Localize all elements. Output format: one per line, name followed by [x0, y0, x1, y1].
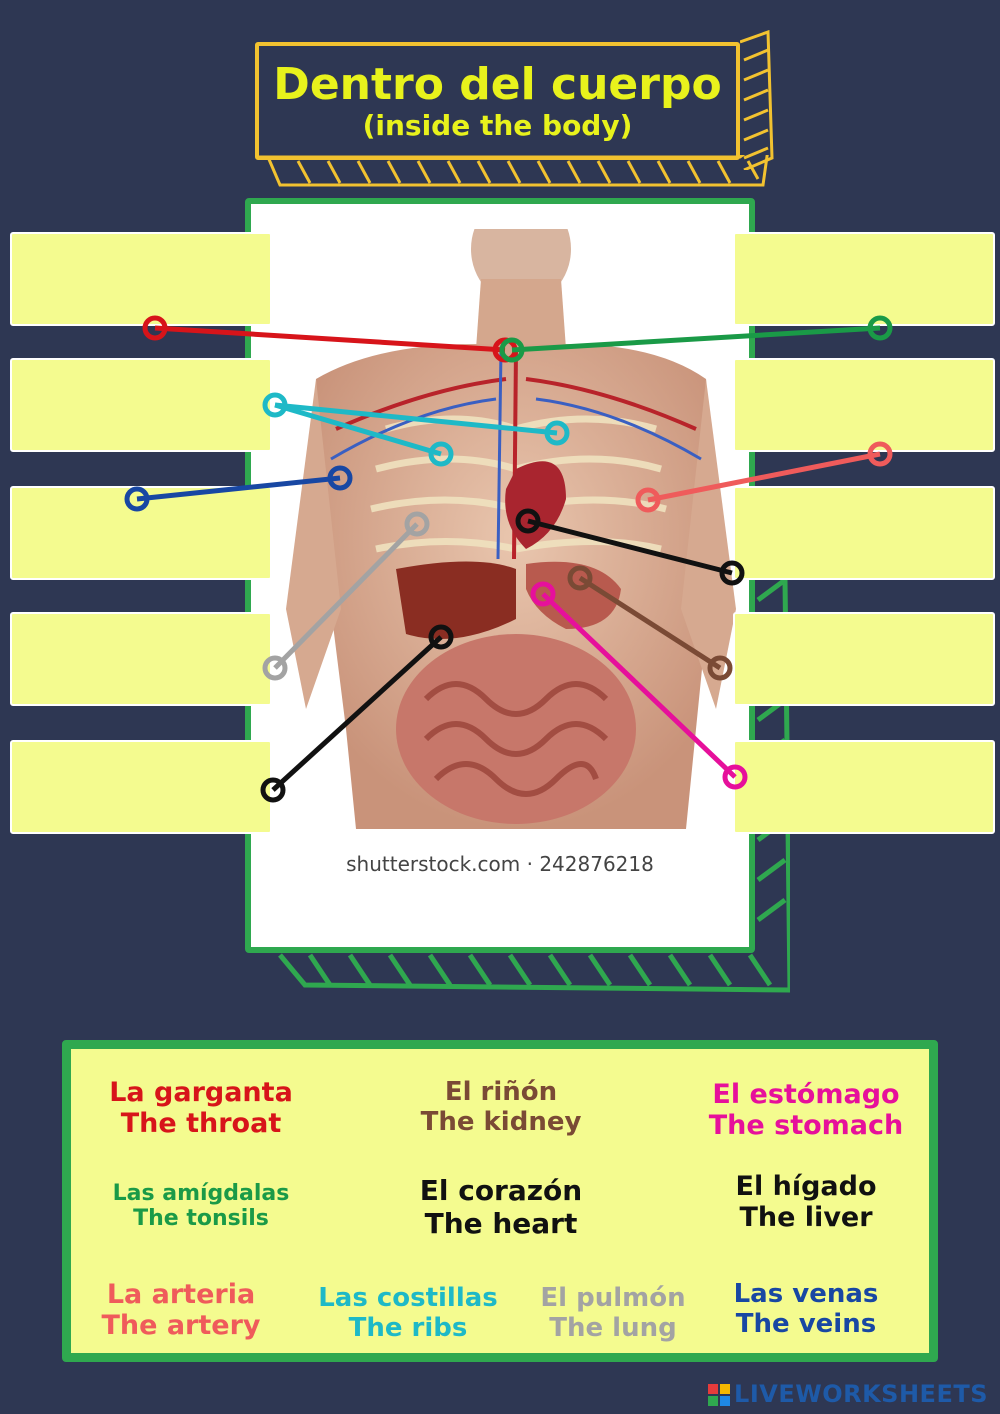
- connector-endpoint[interactable]: [262, 392, 288, 418]
- vocab-es: Las amígdalas: [112, 1181, 290, 1206]
- connector-line: [527, 518, 733, 576]
- answer-box-right-3[interactable]: [733, 486, 995, 580]
- vocab-en: The tonsils: [133, 1206, 269, 1231]
- vocab-en: The heart: [424, 1207, 578, 1240]
- answer-box-left-2[interactable]: [10, 358, 272, 452]
- connector-endpoint[interactable]: [544, 420, 570, 446]
- connector-line: [136, 475, 341, 502]
- answer-box-right-1[interactable]: [733, 232, 995, 326]
- connector-endpoint[interactable]: [867, 441, 893, 467]
- connector-endpoint[interactable]: [327, 465, 353, 491]
- answer-box-left-4[interactable]: [10, 612, 272, 706]
- connector-endpoint[interactable]: [635, 487, 661, 513]
- brand-text: LIVEWORKSHEETS: [734, 1380, 988, 1408]
- anatomy-image-frame: shutterstock.com · 242876218: [245, 198, 755, 953]
- connector-line: [578, 575, 722, 671]
- connector-endpoint[interactable]: [515, 508, 541, 534]
- image-watermark: shutterstock.com · 242876218: [346, 852, 654, 876]
- title-box-3d-side: [740, 30, 774, 170]
- connector-endpoint[interactable]: [567, 565, 593, 591]
- liveworksheets-logo-icon: [708, 1384, 731, 1406]
- connector-endpoint[interactable]: [719, 560, 745, 586]
- answer-box-right-2[interactable]: [733, 358, 995, 452]
- connector-line: [271, 635, 443, 792]
- connector-endpoint[interactable]: [867, 315, 893, 341]
- connector-lines: [124, 315, 893, 803]
- vocab-es: El pulmón: [540, 1283, 686, 1313]
- connector-endpoint[interactable]: [142, 315, 168, 341]
- page-subtitle: (inside the body): [362, 109, 633, 142]
- vocab-es: Las costillas: [318, 1283, 498, 1313]
- connector-endpoint[interactable]: [530, 581, 556, 607]
- page-title: Dentro del cuerpo: [273, 59, 722, 110]
- brand-footer: LIVEWORKSHEETS: [708, 1380, 988, 1408]
- answer-box-left-3[interactable]: [10, 486, 272, 580]
- connector-endpoint[interactable]: [428, 441, 454, 467]
- vocab-en: The veins: [735, 1309, 877, 1339]
- vocab-en: The stomach: [708, 1110, 904, 1141]
- vocab-en: The kidney: [420, 1107, 582, 1137]
- connector-endpoint[interactable]: [707, 655, 733, 681]
- connector-endpoint[interactable]: [260, 777, 286, 803]
- vocab-en: The artery: [101, 1310, 261, 1341]
- connector-endpoint[interactable]: [722, 764, 748, 790]
- connector-endpoint[interactable]: [428, 624, 454, 650]
- connector-line: [154, 325, 506, 353]
- vocab-es: El hígado: [735, 1171, 877, 1202]
- answer-box-right-5[interactable]: [733, 740, 995, 834]
- connector-line: [274, 402, 558, 436]
- connector-endpoint[interactable]: [124, 486, 150, 512]
- vocab-es: Las venas: [733, 1279, 879, 1309]
- connector-endpoint[interactable]: [499, 337, 525, 363]
- vocab-en: The liver: [739, 1202, 873, 1233]
- answer-box-left-5[interactable]: [10, 740, 272, 834]
- vocab-es: El estómago: [712, 1079, 900, 1110]
- title-box: Dentro del cuerpo (inside the body): [255, 42, 740, 160]
- vocab-es: El riñón: [444, 1077, 558, 1107]
- connector-line: [274, 402, 442, 457]
- answer-box-right-4[interactable]: [733, 612, 995, 706]
- connector-endpoint[interactable]: [262, 655, 288, 681]
- answer-box-left-1[interactable]: [10, 232, 272, 326]
- vocab-en: The lung: [549, 1313, 677, 1343]
- vocab-es: El corazón: [419, 1174, 583, 1207]
- vocab-en: The ribs: [348, 1313, 468, 1343]
- connector-endpoint[interactable]: [404, 511, 430, 537]
- connector-line: [541, 592, 737, 779]
- connector-line: [647, 451, 881, 503]
- connector-line: [511, 325, 881, 353]
- vocab-en: The throat: [120, 1108, 282, 1139]
- vocab-es: La arteria: [106, 1279, 256, 1310]
- anatomy-illustration: [286, 229, 736, 829]
- vocab-es: La garganta: [109, 1077, 293, 1108]
- connector-line: [273, 522, 419, 670]
